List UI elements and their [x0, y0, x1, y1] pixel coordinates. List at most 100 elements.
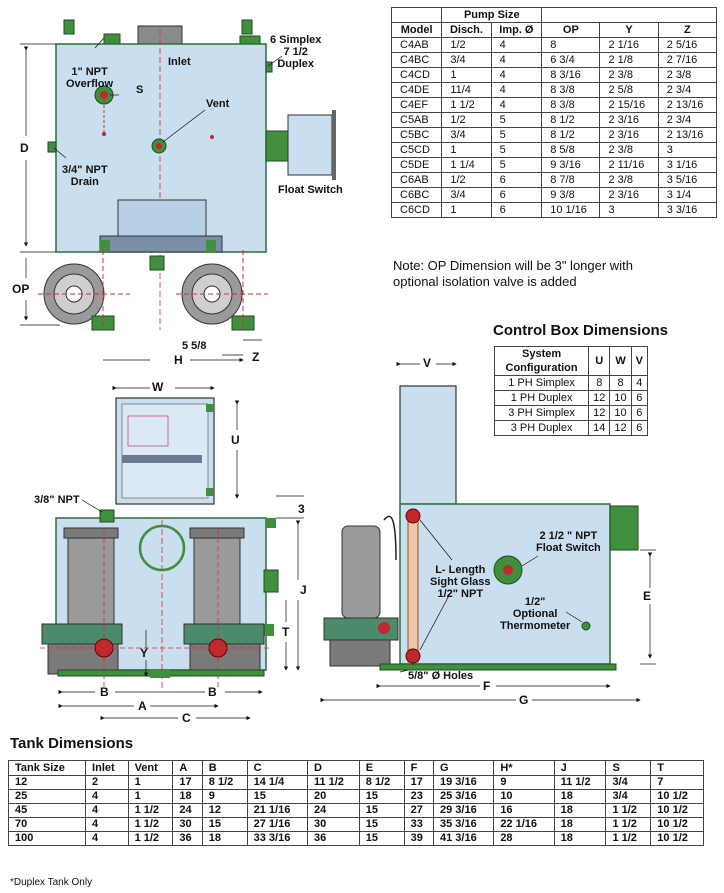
pump-table-cell: 6 — [490, 187, 543, 203]
tank-table-cell: 4 — [85, 789, 129, 804]
tank-table-cell: 17 — [172, 775, 203, 790]
tank-table-cell: 15 — [246, 789, 308, 804]
s-label: S — [136, 84, 144, 96]
tank-table-cell: 27 — [403, 803, 435, 818]
tank-table-cell: 20 — [306, 789, 360, 804]
pump-table-cell: C6CD — [390, 202, 443, 218]
sight-glass-text: Sight Glass — [430, 576, 491, 588]
pump-table-cell: 3 — [599, 202, 659, 218]
pump-table-cell: 5 — [490, 142, 543, 158]
control-box-cell: 1 PH Duplex — [493, 390, 590, 406]
pump-table-cell: 2 3/16 — [599, 112, 659, 128]
tank-table-cell: 9 — [201, 789, 248, 804]
pump-table-cell: 8 5/8 — [541, 142, 601, 158]
tank-table-cell: 12 — [201, 803, 248, 818]
pump-table-cell: C6BC — [390, 187, 443, 203]
tank-table-cell: 15 — [358, 831, 405, 846]
tank-table-header-cell: Tank Size — [7, 760, 87, 776]
tank-table-cell: 30 — [172, 817, 203, 832]
pump-table-cell: 2 13/16 — [657, 127, 718, 143]
pump-table-cell: 1 1/4 — [441, 157, 492, 173]
tank-table-cell: 100 — [7, 831, 87, 846]
tank-table-cell: 24 — [306, 803, 360, 818]
dim-e: E — [643, 589, 652, 603]
tank-table-cell: 9 — [493, 775, 555, 790]
pump-table-blank — [390, 7, 443, 23]
pump-table-cell: 1/2 — [441, 172, 492, 188]
overflow-npt: 1" NPT — [71, 66, 108, 78]
pump-table-cell: 4 — [490, 82, 543, 98]
control-box-cell: 6 — [630, 405, 649, 421]
pump-table-cell: C5CD — [390, 142, 443, 158]
tank-table-header-cell: E — [358, 760, 405, 776]
tank-dimensions-title: Tank Dimensions — [10, 735, 134, 752]
pump-table-cell: 2 3/4 — [657, 82, 718, 98]
tank-table-cell: 11 1/2 — [306, 775, 360, 790]
control-box-cell: 3 PH Duplex — [493, 420, 590, 436]
pump-table-cell: 3 3/16 — [657, 202, 718, 218]
dim-f: F — [483, 679, 491, 693]
holes-label: 5/8" Ø Holes — [408, 670, 474, 682]
tank-table-cell: 35 3/16 — [432, 817, 495, 832]
control-box-header-cell: V — [630, 346, 649, 376]
pump-table-cell: 2 3/16 — [599, 187, 659, 203]
thermometer-label: 1/2" Optional Thermometer — [500, 596, 570, 632]
simplex-line: 6 Simplex — [270, 34, 322, 46]
pump-table-cell: 2 3/8 — [599, 67, 659, 83]
tank-table-header-cell: Vent — [127, 760, 174, 776]
pump-table-cell: C4EF — [390, 97, 443, 113]
float-switch-npt-label: 2 1/2 " NPT Float Switch — [536, 530, 601, 554]
sight-glass-label: L- Length Sight Glass 1/2" NPT — [430, 564, 491, 600]
tank-table-header-cell: F — [403, 760, 435, 776]
tank-table-cell: 36 — [306, 831, 360, 846]
pump-table-cell: 4 — [490, 37, 543, 53]
pump-table-cell: 6 3/4 — [541, 52, 601, 68]
tank-table-cell: 4 — [85, 831, 129, 846]
dim-z: Z — [252, 350, 260, 364]
pump-table-cell: 3 1/4 — [657, 187, 718, 203]
tank-table-header-cell: T — [650, 760, 704, 776]
pump-table-cell: 4 — [490, 67, 543, 83]
tank-table-cell: 8 1/2 — [201, 775, 248, 790]
tank-table-cell: 27 1/16 — [246, 817, 308, 832]
tank-table-cell: 7 — [650, 775, 704, 790]
thermometer-size: 1/2" — [524, 596, 546, 608]
pump-table-cell: C4AB — [390, 37, 443, 53]
vent-label: Vent — [206, 98, 230, 110]
tank-table-cell: 18 — [553, 803, 607, 818]
control-box-cell: 10 — [609, 390, 632, 406]
pump-table-blank-2 — [541, 7, 717, 23]
pump-table-cell: 1 — [441, 142, 492, 158]
control-box-title: Control Box Dimensions — [493, 322, 669, 339]
tank-table-cell: 15 — [358, 817, 405, 832]
sight-glass-length: L- Length — [435, 564, 486, 576]
pump-table-cell: 5 — [490, 127, 543, 143]
dim-b-right: B — [208, 685, 217, 699]
pump-table-cell: 2 3/4 — [657, 112, 718, 128]
dim-u: U — [231, 433, 240, 447]
pump-table-cell: C6AB — [390, 172, 443, 188]
tank-table-cell: 33 3/16 — [246, 831, 308, 846]
control-box-cell: 3 PH Simplex — [493, 405, 590, 421]
tank-table-cell: 1 1/2 — [127, 803, 174, 818]
op-note-line-1: Note: OP Dimension will be 3" longer wit… — [393, 258, 633, 273]
pump-table-group-row: Pump Size — [390, 7, 717, 23]
pump-table-cell: 9 3/8 — [541, 187, 601, 203]
tank-table-cell: 10 — [493, 789, 555, 804]
pump-table-cell: 6 — [490, 202, 543, 218]
control-box-cell: 14 — [588, 420, 611, 436]
pump-table-cell: 3 5/16 — [657, 172, 718, 188]
tank-table-cell: 1 1/2 — [127, 831, 174, 846]
